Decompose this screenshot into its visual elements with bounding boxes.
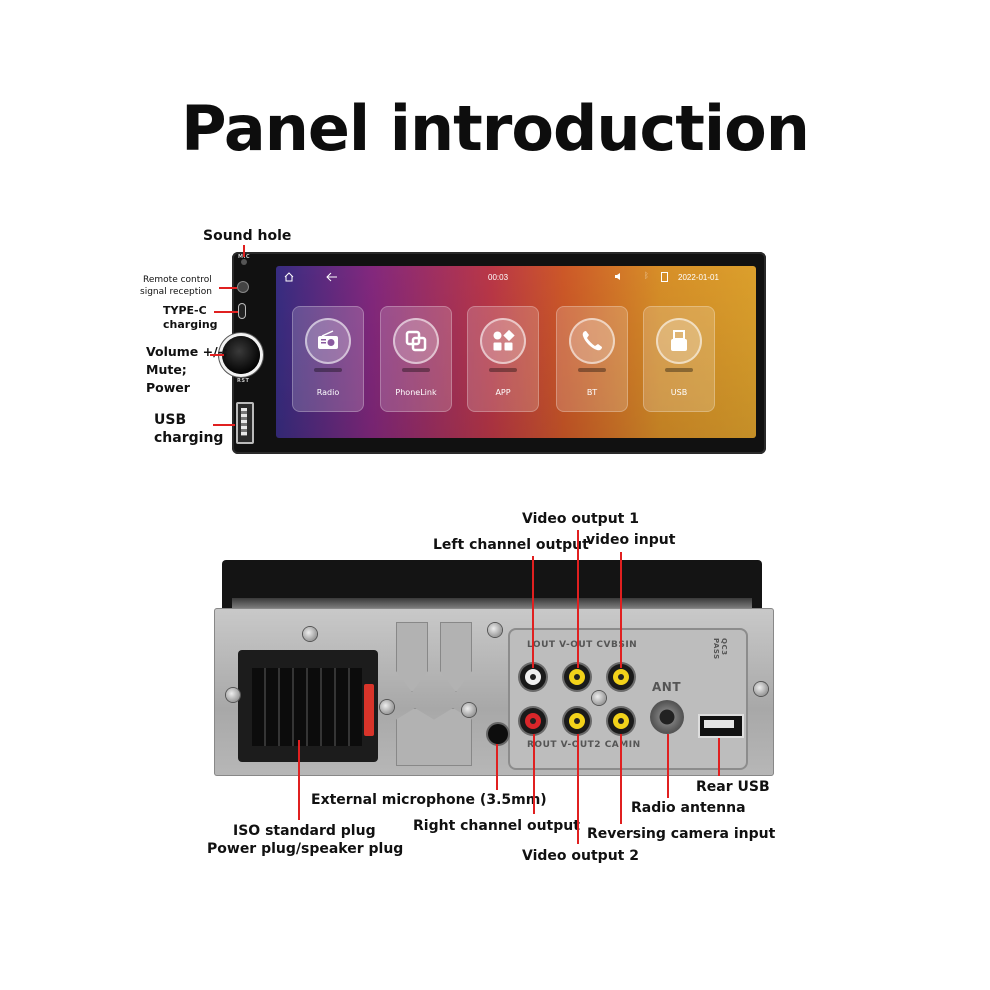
rca-video-out-2 [564,708,590,734]
typec-port [239,304,245,318]
callout-line [533,734,535,814]
iso-connector [238,650,378,762]
rear-mark-top: LOUT V-OUT CVBSIN [527,640,638,650]
screw [226,688,240,702]
label-rear-usb: Rear USB [696,779,770,795]
home-icon[interactable] [284,272,294,284]
bluetooth-icon: ᛒ [644,271,649,280]
callout-line [667,734,669,798]
app-label: BT [586,388,598,397]
screw [592,691,606,705]
label-video-input: video input [586,532,676,548]
label-usb-l2: charging [154,430,224,446]
callout-line [213,424,235,426]
callout-line [620,552,622,668]
rca-camera-in [608,708,634,734]
phone-icon [582,331,602,351]
screw [754,682,768,696]
status-date: 2022-01-01 [678,273,719,282]
phonelink-icon [405,330,427,352]
volume-knob[interactable] [222,336,260,374]
app-tile-app[interactable]: APP [467,306,539,412]
rca-video-in [608,664,634,690]
antenna-jack [650,700,684,734]
mic-mark: MIC [238,254,251,260]
label-remote-l2: signal reception [140,287,212,297]
label-typec-l1: TYPE-C [163,304,207,317]
app-label: USB [670,388,688,397]
back-icon[interactable] [326,272,338,284]
label-sound-hole: Sound hole [203,228,292,244]
rca-video-out-1 [564,664,590,690]
callout-line [210,354,224,356]
app-label: PhoneLink [395,388,437,397]
callout-line [577,734,579,844]
callout-line [214,311,238,313]
label-remote-l1: Remote control [143,275,212,285]
app-tile-radio[interactable]: Radio [292,306,364,412]
callout-line [718,738,720,776]
label-volume-l1: Volume +/-; [146,344,228,359]
callout-line [219,287,237,289]
rca-left-out [520,664,546,690]
mic-jack [488,724,508,744]
label-volume-l2: Mute; [146,362,187,377]
speaker-icon [614,272,623,283]
label-iso-l2: Power plug/speaker plug [207,841,404,857]
screw [380,700,394,714]
screw [462,703,476,717]
app-tile-usb[interactable]: USB [643,306,715,412]
label-video-out-2: Video output 2 [522,848,639,864]
app-label: Radio [316,388,340,397]
screw [303,627,317,641]
page-title: Panel introduction [181,92,810,165]
radio-icon [318,330,338,349]
status-time: 00:03 [488,273,509,282]
ir-receiver [238,282,248,292]
label-usb-l1: USB [154,412,187,428]
label-typec-l2: charging [163,318,218,331]
label-reversing: Reversing camera input [587,826,776,842]
callout-line [243,245,245,257]
callout-line [620,734,622,824]
app-tile-phonelink[interactable]: PhoneLink [380,306,452,412]
sound-hole [241,259,247,265]
callout-line [532,556,534,668]
apps-grid-icon [493,329,515,351]
battery-icon [661,272,668,282]
callout-line [496,744,498,790]
status-bar: 00:03 ᛒ 2022-01-01 [276,266,756,288]
label-left-channel: Left channel output [433,537,589,553]
rst-mark: RST [237,378,250,384]
touch-screen: 00:03 ᛒ 2022-01-01 Radio PhoneLink APP B… [276,266,756,438]
rca-recess [508,628,748,770]
rear-usb-port [698,714,744,738]
ant-mark: ANT [652,680,682,694]
label-radio-antenna: Radio antenna [631,800,746,816]
label-iso-l1: ISO standard plug [233,823,376,839]
qc-mark: QC3 PASS [712,638,728,660]
app-label: APP [495,388,511,397]
app-tile-bt[interactable]: BT [556,306,628,412]
label-ext-mic: External microphone (3.5mm) [311,792,547,808]
front-usb-port [236,402,254,444]
rca-right-out [520,708,546,734]
rear-mark-bottom: ROUT V-OUT2 CAMIN [527,740,641,750]
label-right-channel: Right channel output [413,818,580,834]
screw [488,623,502,637]
label-volume-l3: Power [146,380,190,395]
fuse [364,684,374,736]
usb-drive-icon [671,330,687,351]
callout-line [577,530,579,668]
label-video-out-1: Video output 1 [522,511,639,527]
head-unit-top [222,560,762,610]
callout-line [298,740,300,820]
